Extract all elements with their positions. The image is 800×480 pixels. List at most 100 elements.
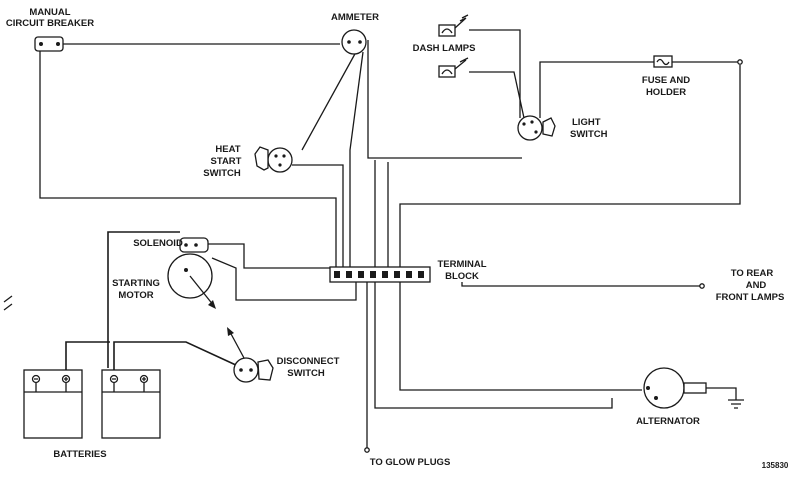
solenoid-terminal-1 [184,243,188,247]
batteries: BATTERIES [23,369,161,460]
terminal-stud-3 [358,271,364,278]
starting-motor-arrowhead [208,300,216,309]
alternator-label: ALTERNATOR [636,416,700,427]
rear-front-lamps-label: TO REAR AND FRONT LAMPS [716,268,785,303]
disconnect-arrow [229,331,245,359]
light-switch-knob [542,117,556,137]
light-switch-terminal-3 [534,130,538,134]
wire-alternator-ground [706,387,737,400]
starting-motor-label-2: MOTOR [118,290,153,301]
heat-label-3: SWITCH [203,168,241,179]
disconnect-label-2: SWITCH [287,368,325,379]
wire-solenoid-terminal [200,243,330,269]
fuse-element [656,58,670,66]
heat-label-2: START [211,156,242,167]
terminal-block: TERMINAL BLOCK [329,259,487,283]
ammeter-terminal-right [358,40,362,44]
wire-rear-lamps [461,282,700,287]
wire-feed-alternator [374,160,613,409]
scan-mark [3,295,13,311]
disconnect-switch: DISCONNECT SWITCH [227,327,340,383]
terminal-block-label-1: TERMINAL [437,259,486,270]
wire-solenoid-terminal-2 [211,257,357,301]
terminal-stud-2 [346,271,352,278]
dash-lamps-label: DASH LAMPS [413,43,476,54]
rear-lamps-terminal [699,283,705,289]
wire-dashlamp-bottom [469,71,525,119]
battery-post-marks [34,377,146,381]
wire-heatswitch-terminal [292,164,344,268]
terminal-block-label-2: BLOCK [445,271,479,282]
wire-dashlamp-top [469,29,521,118]
heat-start-switch: HEAT START SWITCH [203,144,293,179]
terminal-stud-7 [406,271,412,278]
light-switch-body [517,115,543,141]
heat-switch-terminal-3 [278,163,282,167]
dash-lamp-2-tail [454,57,469,70]
alternator-end [683,382,707,394]
rear-lamps-label-3: FRONT LAMPS [716,292,785,303]
terminal-block-body [329,266,431,283]
light-switch: LIGHT SWITCH [517,115,608,141]
disconnect-terminal-2 [249,368,253,372]
dash-lamp-2 [438,65,456,78]
disconnect-switch-knob [257,359,274,381]
terminal-stud-6 [394,271,400,278]
wire-ammeter-terminal [349,51,364,268]
disconnect-terminal-1 [239,368,243,372]
light-switch-terminal-2 [530,120,534,124]
ammeter-terminal-left [347,40,351,44]
dash-lamp-1-tail [454,14,469,29]
fuse-and-holder: FUSE AND HOLDER [642,55,690,98]
manual-cb-label-1: MANUAL [29,7,70,18]
ammeter-dial [341,29,367,55]
wire-battery-link [65,341,110,372]
disconnect-switch-body [233,357,259,383]
manual-cb-label-2: CIRCUIT BREAKER [6,18,94,29]
figure-number: 135830 [762,461,789,470]
solenoid-body [179,237,209,253]
dash-lamps: DASH LAMPS [413,14,476,78]
dash-lamp-2-arc [441,69,453,75]
ground-symbol [728,399,744,409]
ammeter-label: AMMETER [331,12,379,23]
wire-battery-solenoid [107,231,180,368]
starting-motor: SOLENOID STARTING MOTOR [112,237,216,309]
glow-plugs-terminal [364,447,370,453]
fuse-label-2: HOLDER [646,87,686,98]
light-switch-label-1: LIGHT [572,117,601,128]
heat-switch-body [267,147,293,173]
terminal-stud-4 [370,271,376,278]
terminal-stud-8 [418,271,424,278]
wire-battery-disconnect [113,341,239,372]
wire-lightswitch-fuse [539,61,654,118]
heat-switch-terminal-2 [282,154,286,158]
solenoid-label: SOLENOID [133,238,183,249]
light-switch-terminal-1 [522,122,526,126]
breaker-body [34,36,64,52]
light-switch-label-2: SWITCH [570,129,608,140]
wire-ammeter-heatswitch [301,51,357,151]
breaker-terminal-left [39,42,43,46]
manual-circuit-breaker: MANUAL CIRCUIT BREAKER [6,7,94,52]
dash-lamp-1 [438,24,456,37]
breaker-terminal-right [56,42,60,46]
disconnect-arrowhead [227,327,234,336]
dash-lamp-1-arc [441,28,453,34]
ground-lines [728,399,744,409]
glow-plugs-label: TO GLOW PLUGS [370,457,451,468]
rear-lamps-label-1: TO REAR [731,268,774,279]
starting-motor-label-1: STARTING [112,278,160,289]
heat-switch-knob [254,146,269,171]
wire-ammeter-lightswitch [367,40,522,159]
heat-switch-terminal-1 [274,154,278,158]
wire-right-return [399,65,741,268]
alternator-terminal-1 [646,386,650,390]
starting-motor-arrow [189,275,215,307]
solenoid-terminal-2 [194,243,198,247]
wire-terminal-alternator [399,282,642,391]
wire-breaker-terminal [39,48,337,268]
heat-label-1: HEAT [215,144,240,155]
alternator: ALTERNATOR [636,367,707,427]
